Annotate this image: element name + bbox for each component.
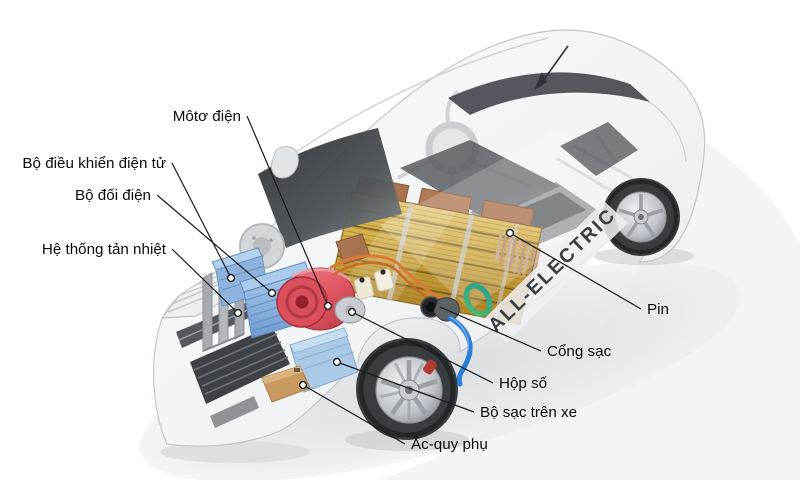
green-ring-logo xyxy=(463,283,493,317)
side-mirror xyxy=(271,146,299,179)
front-wheel xyxy=(356,338,458,440)
battery-pack-leader-line xyxy=(509,232,642,310)
lower-grille xyxy=(190,326,290,404)
onboard-charger-label: Bộ sạc trên xe xyxy=(480,404,577,421)
roof-antenna xyxy=(534,45,569,90)
charging-port-leader-line xyxy=(439,306,542,352)
battery-front-relays xyxy=(353,268,395,300)
rear-wheel xyxy=(602,178,680,256)
cooling-system-anchor-dot xyxy=(233,308,243,318)
cabin-ghost-overlay xyxy=(380,128,648,310)
auxiliary-battery-anchor-dot xyxy=(298,380,308,390)
inverter-leader-line xyxy=(156,194,273,294)
electric-motor-anchor-dot xyxy=(323,301,333,311)
inverter-label: Bộ đối điện xyxy=(75,187,151,204)
auxiliary-battery-box xyxy=(261,365,311,403)
inverter-anchor-dot xyxy=(267,288,277,298)
electric-motor-leader-line xyxy=(246,115,329,307)
gearbox-label: Hộp số xyxy=(499,375,548,392)
charging-port-label: Cổng sạc xyxy=(547,343,612,360)
gearbox-anchor-dot xyxy=(347,307,357,317)
rocker-sill xyxy=(484,201,628,343)
electric-motor-label: Môtơ điện xyxy=(173,108,241,125)
cooling-system-label: Hệ thống tản nhiệt xyxy=(42,241,167,258)
battery-pack-label: Pin xyxy=(647,301,669,318)
gearbox-leader-line xyxy=(351,311,494,384)
fog-intake xyxy=(210,396,259,428)
electronic-control-unit-label: Bộ điều khiển điện tử xyxy=(22,155,166,172)
battery-copper-fins xyxy=(494,232,541,282)
battery-pack-anchor-dot xyxy=(505,228,515,238)
cooling-system-leader-line xyxy=(171,248,239,314)
brake-caliper xyxy=(423,359,437,375)
electronic-control-unit-leader-line xyxy=(171,162,232,279)
glass xyxy=(258,72,650,248)
charging-port-assembly xyxy=(420,296,473,387)
rear-quarter-window xyxy=(560,122,638,176)
front-fascia xyxy=(160,275,290,428)
rear-window xyxy=(448,72,650,115)
callout-layer: Môtơ điện Bộ điều khiển điện tử Bộ đối điệ… xyxy=(22,108,669,453)
onboard-charger-leader-line xyxy=(336,361,475,413)
auxiliary-battery-leader-line xyxy=(302,384,406,445)
auxiliary-battery-label: Ắc-quy phụ xyxy=(411,435,488,453)
onboard-charger-anchor-dot xyxy=(332,357,342,367)
electronic-control-unit-anchor-dot xyxy=(226,273,236,283)
